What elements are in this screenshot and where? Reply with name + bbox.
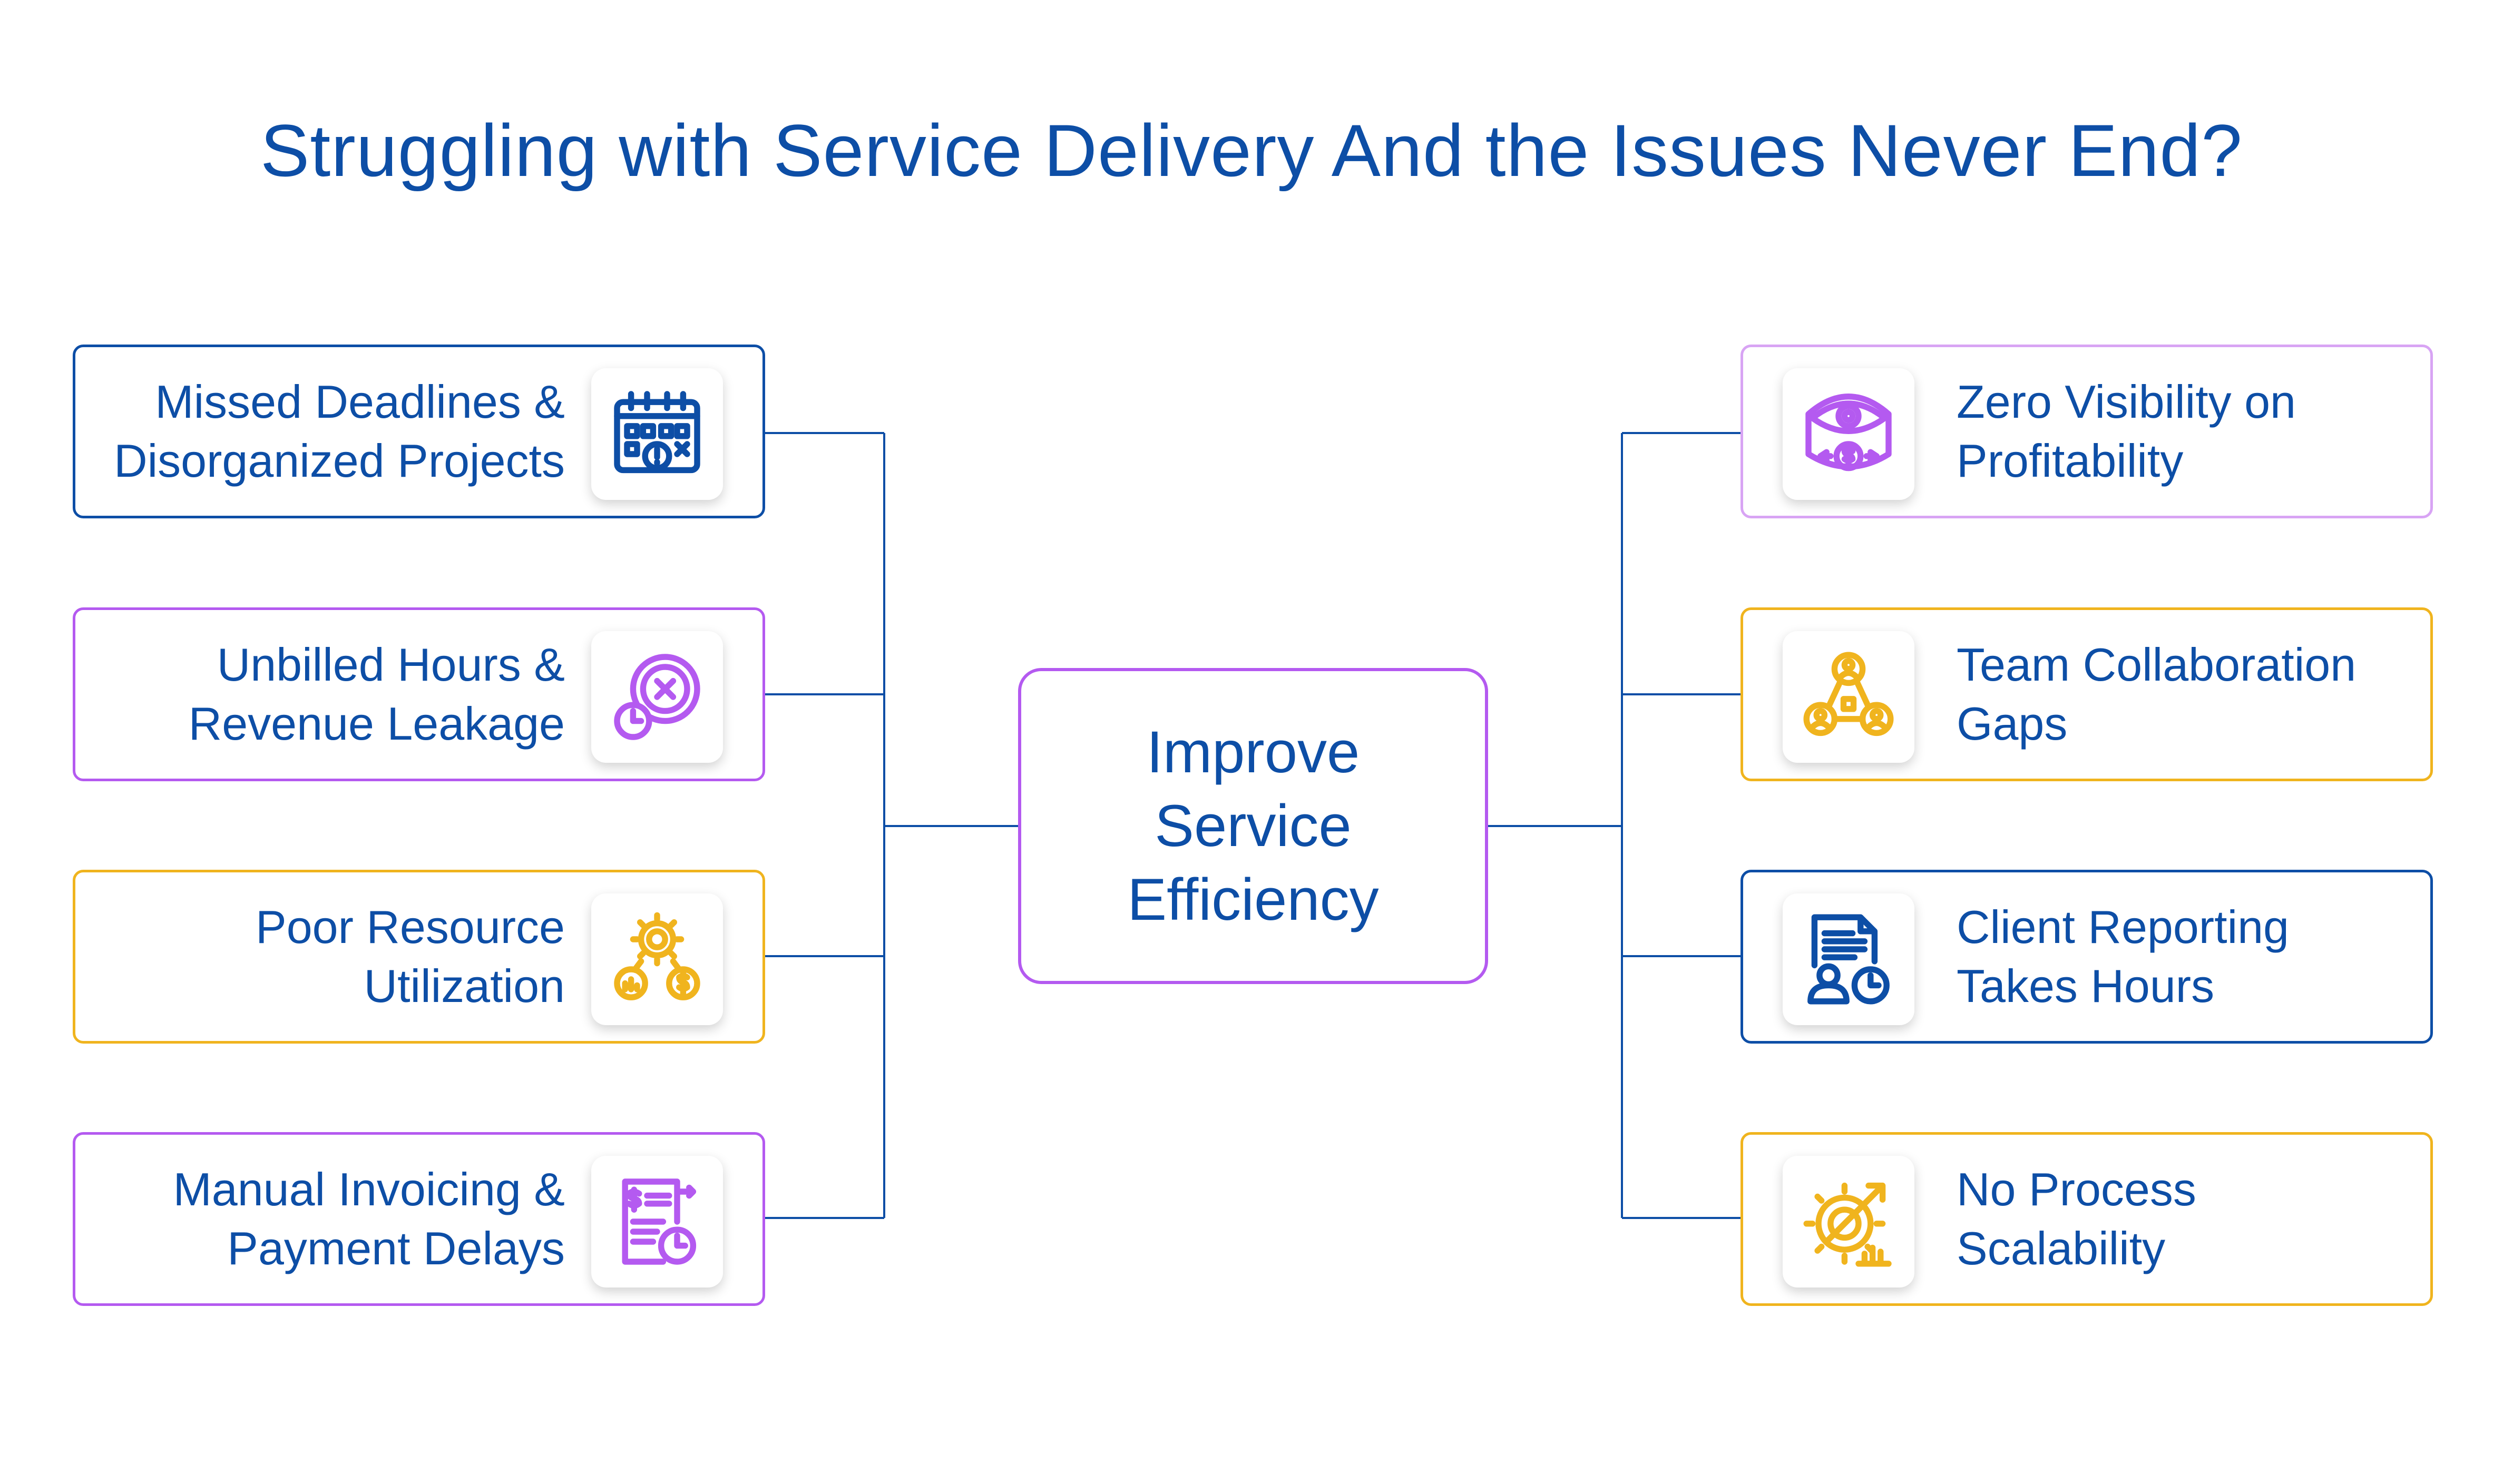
problem-card-team-collaboration: Team Collaboration Gaps — [1741, 607, 2433, 781]
central-goal-box: Improve Service Efficiency — [1018, 668, 1488, 984]
central-goal-line: Service — [1155, 793, 1352, 859]
problem-card-label: Poor Resource Utilization — [256, 901, 565, 1012]
problem-card-label: Team Collaboration Gaps — [1957, 638, 2357, 750]
gear-resource-coins-icon — [591, 893, 723, 1025]
gear-growth-icon — [1783, 1156, 1914, 1288]
revenue-leakage-clock-icon — [591, 631, 723, 763]
problem-card-unbilled-hours: Unbilled Hours & Revenue Leakage — [73, 607, 765, 781]
invoice-clock-icon — [591, 1156, 723, 1288]
problem-card-poor-resource: Poor Resource Utilization — [73, 870, 765, 1044]
central-goal-line: Improve — [1146, 719, 1360, 785]
problem-card-label: Zero Visibility on Profitability — [1957, 376, 2296, 487]
problem-card-label: Client Reporting Takes Hours — [1957, 901, 2289, 1012]
calendar-alert-icon — [591, 368, 723, 500]
problem-card-no-scalability: No Process Scalability — [1741, 1132, 2433, 1306]
problem-card-manual-invoicing: Manual Invoicing & Payment Delays — [73, 1132, 765, 1306]
problem-card-client-reporting: Client Reporting Takes Hours — [1741, 870, 2433, 1044]
central-goal-line: Efficiency — [1127, 867, 1379, 932]
page-title: Struggling with Service Delivery And the… — [260, 109, 2243, 192]
problem-card-label: Manual Invoicing & Payment Delays — [173, 1163, 565, 1274]
problem-card-label: No Process Scalability — [1957, 1163, 2196, 1274]
team-network-icon — [1783, 631, 1914, 763]
eye-dollar-icon — [1783, 368, 1914, 500]
problem-card-label: Missed Deadlines & Disorganized Projects — [114, 376, 565, 487]
problem-card-zero-visibility: Zero Visibility on Profitability — [1741, 345, 2433, 518]
report-user-clock-icon — [1783, 893, 1914, 1025]
problem-card-label: Unbilled Hours & Revenue Leakage — [188, 638, 565, 750]
problem-card-missed-deadlines: Missed Deadlines & Disorganized Projects — [73, 345, 765, 518]
